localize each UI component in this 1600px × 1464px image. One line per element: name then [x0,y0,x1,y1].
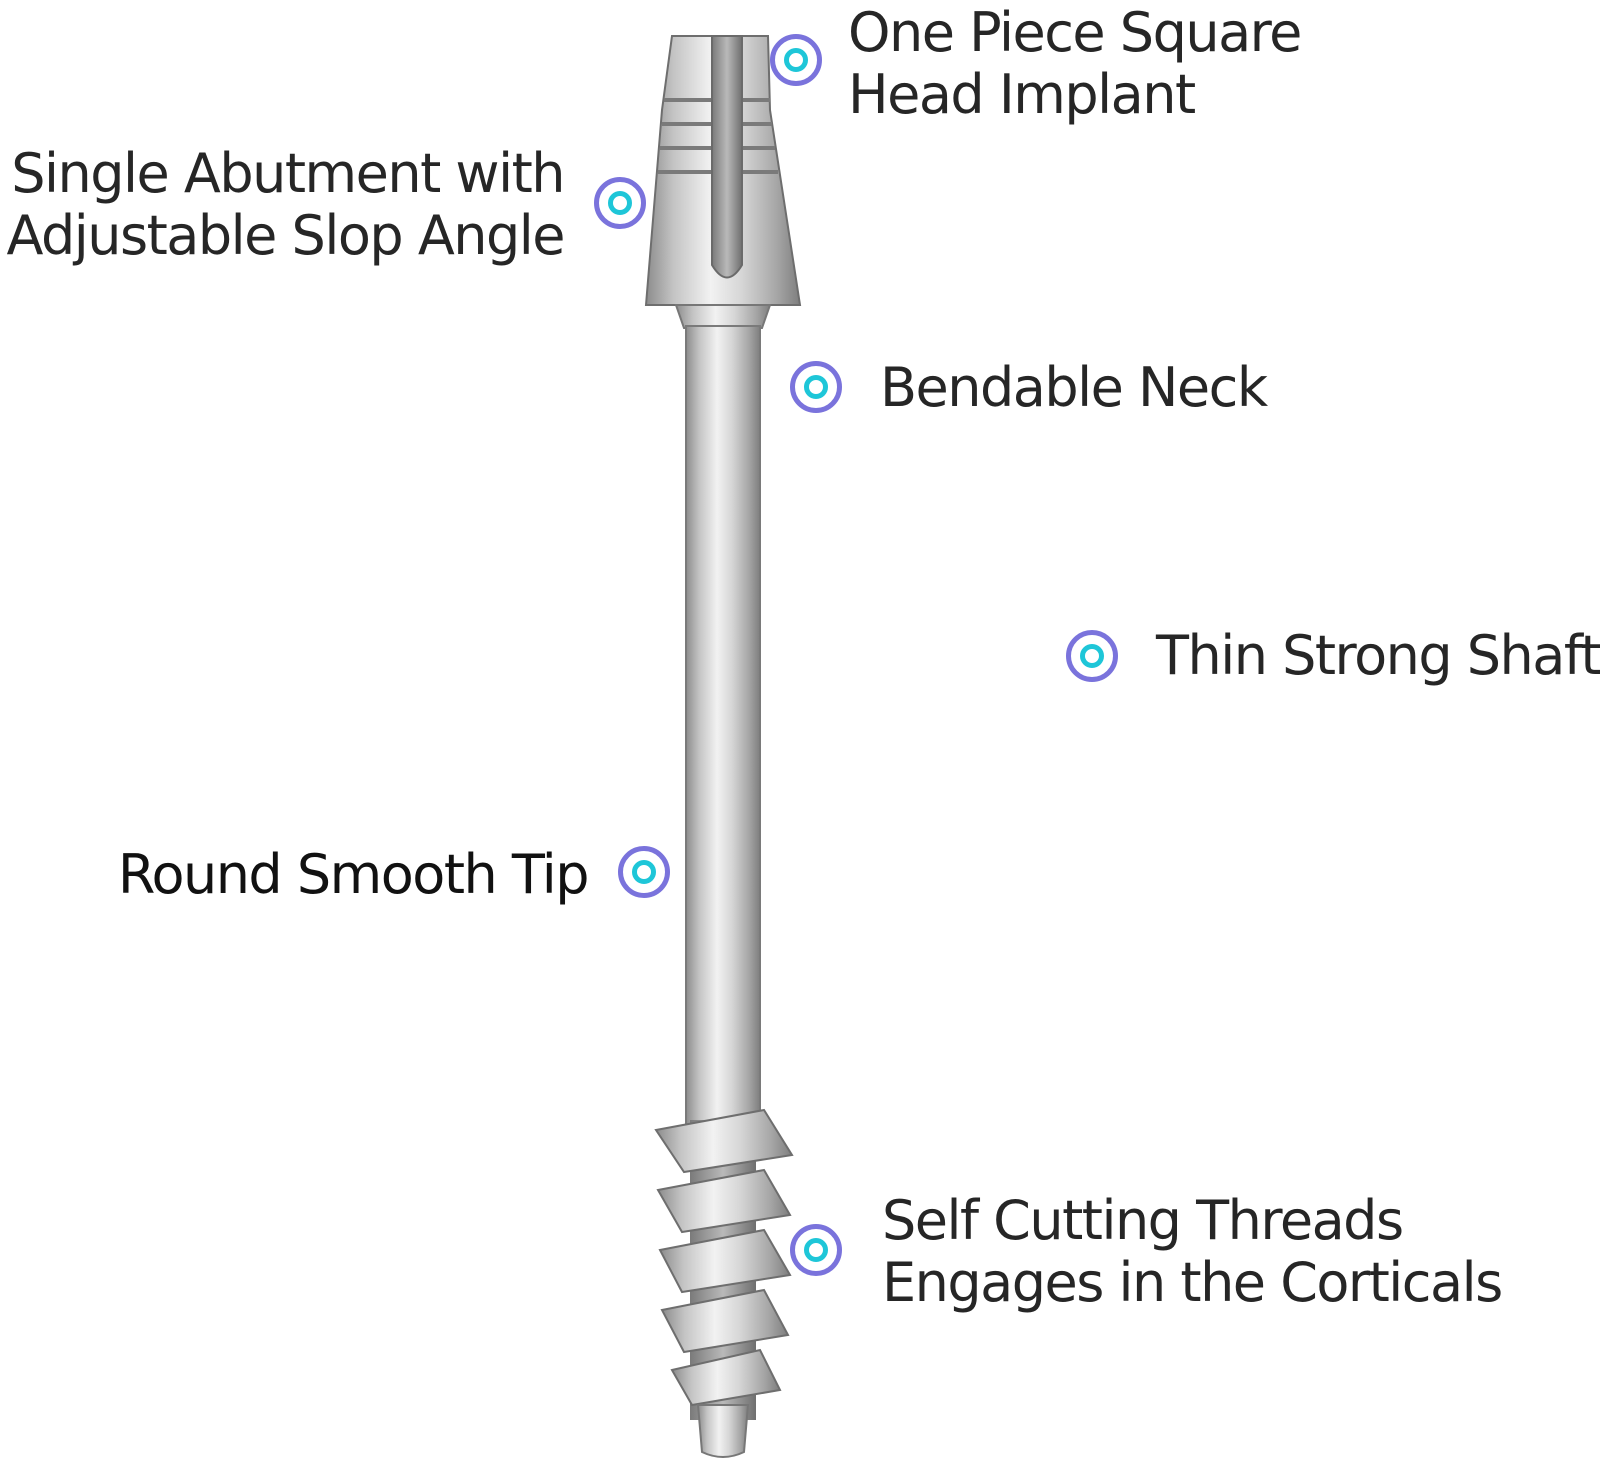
implant-shaft [685,325,761,1127]
callout-label-head: One Piece Square Head Implant [848,1,1302,126]
target-icon [594,177,646,229]
callout-threads-line-1: Self Cutting Threads [882,1189,1404,1252]
callout-label-tip: Round Smooth Tip [117,843,590,906]
callout-label-abutment: Single Abutment with Adjustable Slop Ang… [6,142,566,267]
target-icon [790,1224,842,1276]
target-icon [1066,630,1118,682]
callout-neck-line-1: Bendable Neck [880,356,1268,419]
callout-shaft-line-1: Thin Strong Shaft [1156,624,1600,687]
callout-threads-line-2: Engages in the Corticals [882,1251,1503,1314]
callout-head-line-1: One Piece Square [848,1,1302,64]
target-icon [770,34,822,86]
callout-tip-line-1: Round Smooth Tip [117,843,590,906]
callout-head-line-2: Head Implant [848,63,1196,126]
target-icon [618,846,670,898]
callout-label-shaft: Thin Strong Shaft [1156,625,1600,687]
callout-abutment-line-2: Adjustable Slop Angle [6,204,566,267]
callout-label-neck: Bendable Neck [880,356,1268,419]
implant-threads [654,1108,794,1458]
implant-head [644,35,802,329]
target-icon [790,361,842,413]
callout-abutment-line-1: Single Abutment with [11,142,565,205]
callout-label-threads: Self Cutting Threads Engages in the Cort… [882,1189,1503,1314]
